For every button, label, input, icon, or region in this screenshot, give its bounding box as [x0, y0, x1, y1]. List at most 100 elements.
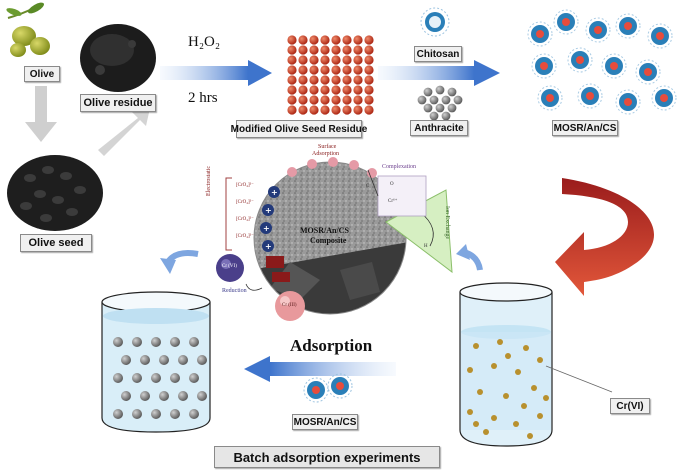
- residue-particle: [331, 105, 341, 115]
- olive-residue-label: Olive residue: [80, 94, 156, 112]
- residue-particle: [353, 45, 363, 55]
- anthracite-particle: [435, 85, 445, 95]
- hcro4-tag: [272, 272, 290, 282]
- residue-particle: [331, 95, 341, 105]
- residue-particle: [309, 65, 319, 75]
- residue-particle: [309, 105, 319, 115]
- surface-adsorption-line1: Surface: [318, 144, 337, 150]
- bound-particle: [140, 391, 150, 401]
- cr-vi-label: Cr(VI): [610, 398, 650, 414]
- cr-vi-dot: [523, 345, 529, 351]
- residue-particle: [342, 85, 352, 95]
- ion-exchange-label: Ion Exchange: [444, 206, 450, 240]
- bound-particle: [197, 391, 207, 401]
- residue-particle: [342, 65, 352, 75]
- residue-particle: [364, 105, 374, 115]
- residue-particle: [320, 55, 330, 65]
- bound-particle: [178, 355, 188, 365]
- bound-composite-particles: [113, 337, 207, 419]
- residue-particle: [353, 85, 363, 95]
- olive-image: [6, 2, 50, 57]
- chitosan-particle: [420, 7, 450, 37]
- modified-residue-label: Modified Olive Seed Residue: [231, 120, 367, 138]
- svg-text:+: +: [265, 242, 272, 251]
- residue-particle: [320, 95, 330, 105]
- olive-label: Olive: [24, 66, 60, 82]
- residue-particle: [353, 75, 363, 85]
- residue-particle: [287, 85, 297, 95]
- complexation-label: Complexation: [382, 164, 416, 170]
- residue-particle: [298, 35, 308, 45]
- anthracite-particle: [453, 95, 463, 105]
- complexation-c: C: [366, 184, 370, 189]
- residue-particle: [309, 35, 319, 45]
- olive-seed-image: [7, 155, 103, 231]
- residue-particle: [331, 65, 341, 75]
- reduction-label: Reduction: [222, 288, 247, 294]
- residue-particle: [298, 55, 308, 65]
- bound-particle: [170, 337, 180, 347]
- bound-particle: [132, 373, 142, 383]
- bound-particle: [170, 373, 180, 383]
- residue-particle: [298, 65, 308, 75]
- chromate-ion-1: [CrO₄]²⁻: [236, 183, 254, 188]
- chitosan-label: Chitosan: [414, 46, 462, 62]
- cr-vi-dot: [477, 389, 483, 395]
- small-blue-arrow-right: [456, 244, 483, 271]
- residue-particle: [287, 65, 297, 75]
- cr-vi-dot: [515, 369, 521, 375]
- cr-vi-dot: [527, 433, 533, 439]
- anthracite-particle: [423, 103, 433, 113]
- adsorption-label: Adsorption: [290, 336, 373, 355]
- residue-particle: [342, 45, 352, 55]
- red-curved-arrow: [555, 178, 655, 296]
- cr-vi-dot: [473, 421, 479, 427]
- residue-particle: [309, 85, 319, 95]
- complexation-zone: [377, 175, 427, 217]
- residue-particle: [331, 85, 341, 95]
- anthracite-particle: [417, 95, 427, 105]
- residue-particle: [364, 75, 374, 85]
- bound-particle: [178, 391, 188, 401]
- batch-experiments-label: Batch adsorption experiments: [214, 446, 440, 468]
- cr-vi-dot: [483, 429, 489, 435]
- residue-particle: [320, 75, 330, 85]
- bound-particle: [151, 337, 161, 347]
- blue-arrow-adsorption: [244, 356, 396, 382]
- bound-particle: [121, 391, 131, 401]
- residue-particle: [287, 55, 297, 65]
- residue-particle: [320, 65, 330, 75]
- svg-text:+: +: [263, 224, 270, 233]
- electrostatic-label: Electrostatic: [206, 166, 212, 196]
- bound-particle: [132, 337, 142, 347]
- bound-particle: [170, 409, 180, 419]
- cr-vi-dot: [503, 393, 509, 399]
- bound-particle: [151, 409, 161, 419]
- anthracite-particle: [423, 87, 433, 97]
- residue-particle: [298, 45, 308, 55]
- anthracite-particle: [447, 103, 457, 113]
- residue-particle: [298, 105, 308, 115]
- residue-particle: [342, 95, 352, 105]
- residue-particle: [342, 75, 352, 85]
- cr-vi-dot: [513, 421, 519, 427]
- small-blue-arrow-left: [160, 250, 199, 274]
- reagent-label: H₂O₂: [188, 34, 221, 50]
- residue-particle: [320, 45, 330, 55]
- bound-particle: [189, 337, 199, 347]
- residue-particle: [320, 85, 330, 95]
- anthracite-particle: [435, 103, 445, 113]
- olive-seed-label: Olive seed: [20, 234, 92, 252]
- residue-particle: [287, 105, 297, 115]
- residue-particle: [364, 45, 374, 55]
- residue-particle: [353, 55, 363, 65]
- cr-vi-dot: [491, 415, 497, 421]
- svg-text:+: +: [271, 188, 278, 197]
- positive-charges: [260, 186, 280, 252]
- cr-vi-dot: [531, 385, 537, 391]
- residue-particle: [287, 35, 297, 45]
- residue-particle: [364, 85, 374, 95]
- bound-particle: [189, 373, 199, 383]
- composite-top-label: MOSR/An/CS: [552, 120, 618, 136]
- reduction-cr-iii-sphere: [275, 291, 305, 321]
